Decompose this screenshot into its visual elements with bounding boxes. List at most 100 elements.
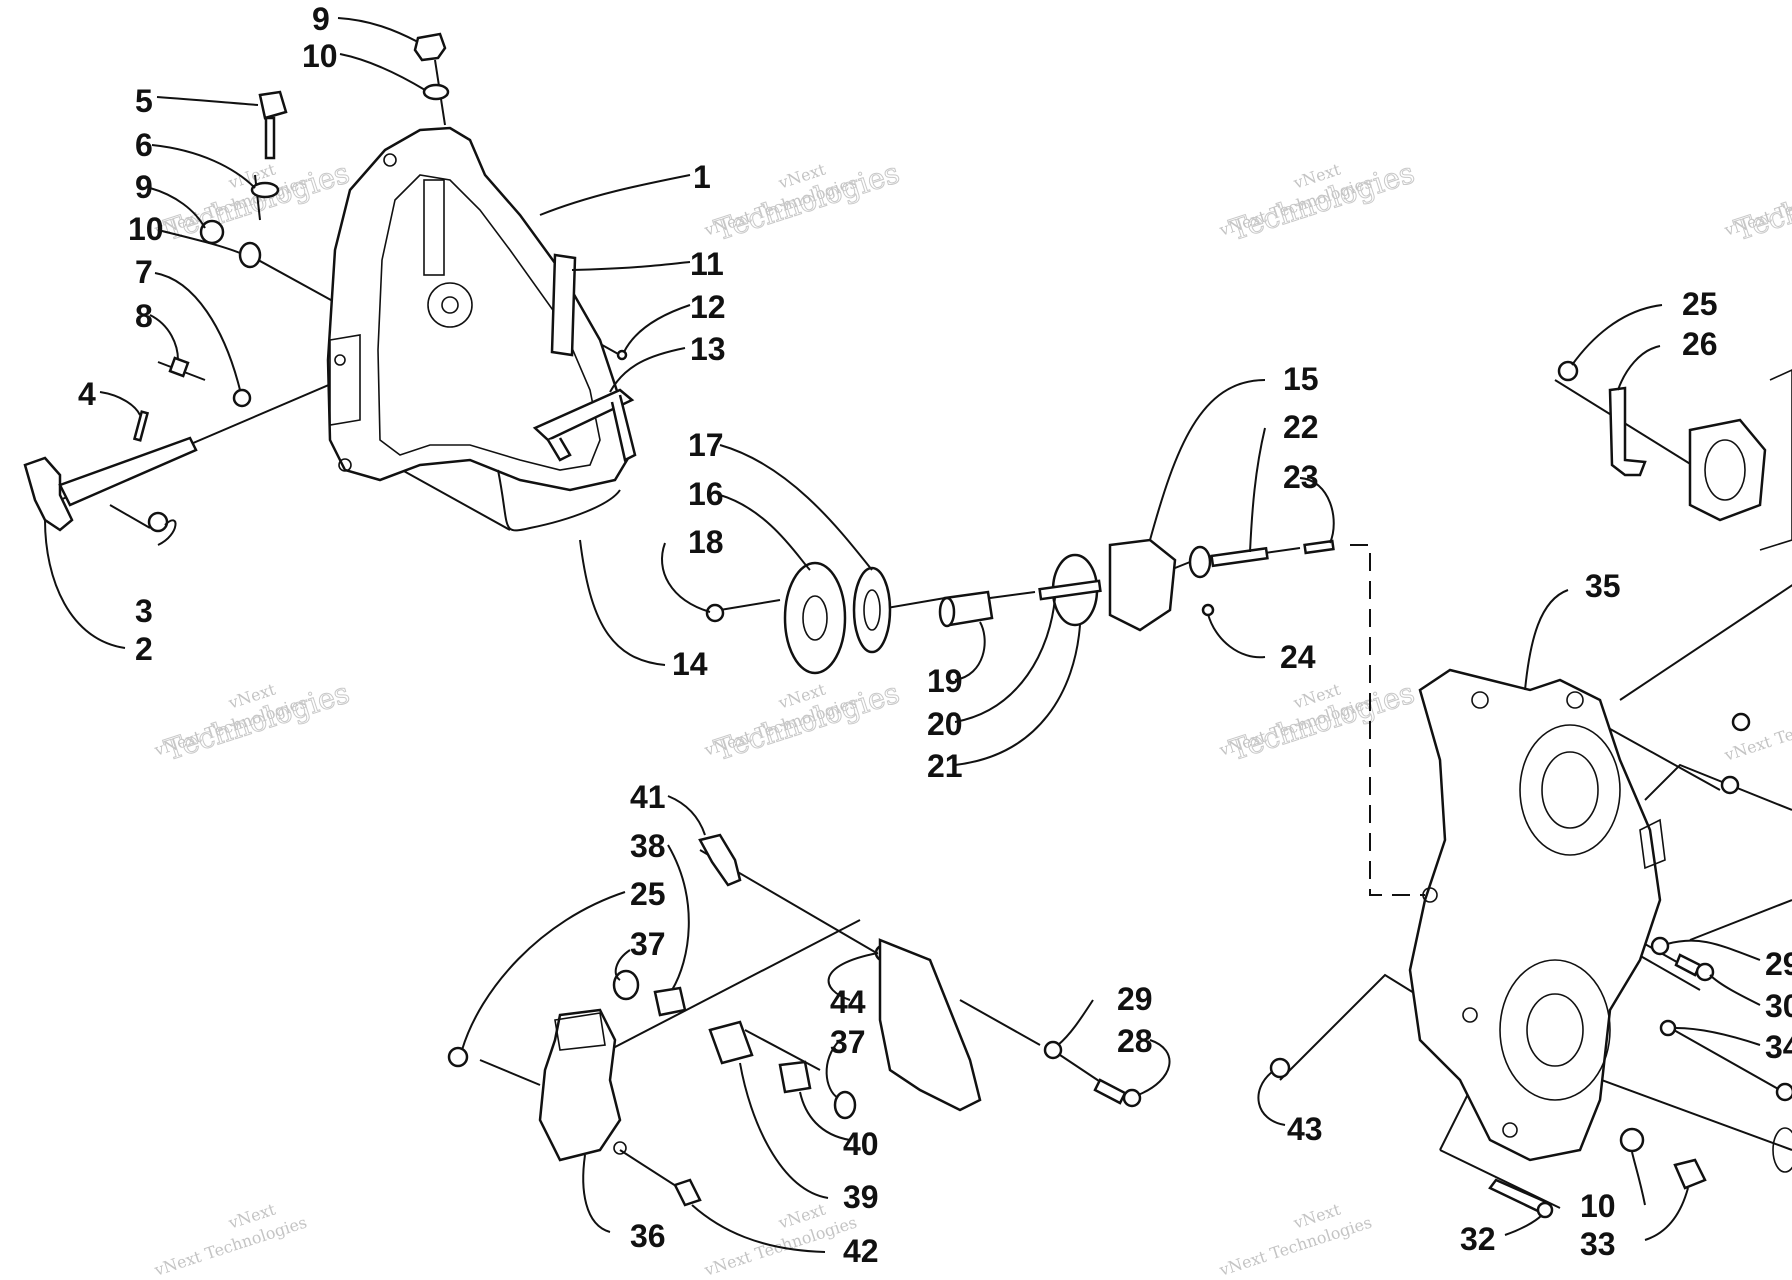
leader-37-lower	[825, 1039, 841, 1099]
case-bolt-hole	[338, 458, 352, 472]
bushing-19-end	[938, 596, 956, 628]
leader-17	[719, 444, 873, 571]
case-35-hole	[1566, 691, 1584, 709]
washer-10	[1619, 1127, 1645, 1153]
callout-3: 3	[135, 593, 153, 629]
washer-37-lower	[833, 1090, 857, 1120]
bearing-bore	[1704, 439, 1746, 501]
dipstick-washer	[250, 181, 280, 199]
callout-29-right: 29	[1765, 946, 1792, 982]
leader-35	[1524, 589, 1569, 691]
leader-43	[1257, 1071, 1286, 1126]
case-seal	[497, 469, 621, 532]
washer-37-upper	[612, 969, 640, 1001]
case-dashed-link	[1350, 544, 1425, 896]
callout-30: 30	[1765, 988, 1792, 1024]
lower-bearing-seat	[1499, 959, 1611, 1101]
callout-40: 40	[843, 1126, 879, 1162]
drain-plug	[199, 219, 262, 269]
leader-7	[154, 272, 241, 391]
leader-25-lower	[461, 891, 626, 1051]
watermark: vNext vNext Technologies Technologies	[701, 155, 904, 248]
lower-tensioner	[447, 833, 1142, 1207]
nut-right	[1775, 1082, 1792, 1102]
callout-42: 42	[843, 1233, 879, 1269]
watermark: vNext vNext Technologies	[151, 1199, 309, 1280]
handle-leg	[610, 394, 637, 462]
leader-10-lower	[1631, 1151, 1646, 1206]
leader-3	[157, 519, 177, 546]
watermark: vNext vNext Technologies Technologies	[151, 675, 354, 768]
callout-5: 5	[135, 83, 153, 119]
case-boss	[427, 282, 473, 328]
handle-bar	[532, 388, 635, 442]
leader-28	[1137, 1039, 1171, 1096]
callout-43: 43	[1287, 1111, 1323, 1147]
right-axis-3	[1689, 899, 1792, 941]
right-gear-edge	[1772, 1127, 1792, 1173]
upper-right-washer	[1731, 712, 1751, 732]
dipstick-axis	[254, 174, 261, 221]
bolt-28-head	[1122, 1088, 1142, 1108]
tensioner-arm-hole	[613, 1141, 627, 1155]
callout-35: 35	[1585, 568, 1621, 604]
callout-14: 14	[672, 646, 708, 682]
leader-18	[661, 542, 711, 613]
spacer-17-inner	[863, 589, 881, 631]
tensioner-housing	[1108, 538, 1335, 632]
callout-10-left: 10	[128, 211, 164, 247]
leader-15	[1149, 379, 1266, 541]
nut-25-axis	[479, 1059, 541, 1086]
callout-19: 19	[927, 663, 963, 699]
callout-33: 33	[1580, 1226, 1616, 1262]
chain-case-cover	[326, 126, 632, 492]
lower-bearing-bore	[1526, 993, 1584, 1067]
leader-16	[719, 494, 811, 571]
callout-13: 13	[690, 331, 726, 367]
bolt-18-head	[705, 603, 725, 623]
leader-41	[667, 795, 706, 836]
callout-12: 12	[690, 289, 726, 325]
o-ring-axis	[109, 504, 151, 529]
leader-29-right	[1666, 939, 1761, 961]
leader-2	[44, 519, 126, 649]
bolt-28	[1093, 1078, 1127, 1105]
leader-19	[954, 621, 986, 681]
callout-32: 32	[1460, 1221, 1496, 1257]
drain-plug-head	[199, 219, 225, 245]
callout-44: 44	[830, 984, 866, 1020]
housing-15-boss	[1188, 545, 1212, 579]
callout-28: 28	[1117, 1023, 1153, 1059]
dipstick-cap	[258, 90, 288, 120]
tension-parts	[938, 553, 1102, 628]
plug-head	[413, 32, 447, 62]
leader-33	[1644, 1187, 1689, 1241]
washer-29-lower-axis	[959, 999, 1041, 1046]
callout-41: 41	[630, 779, 666, 815]
washer-29	[1650, 936, 1670, 956]
watermark: vNext vNext Technologies Technologies	[1216, 155, 1419, 248]
callout-34: 34	[1765, 1029, 1792, 1065]
callout-17: 17	[688, 427, 724, 463]
washer-34	[1659, 1019, 1677, 1037]
lever-arm	[23, 456, 74, 532]
bearing-flange	[1688, 418, 1767, 522]
callout-9-top: 9	[312, 1, 330, 37]
bolt-30	[1674, 953, 1702, 977]
plug-33	[1673, 1158, 1707, 1190]
case-35-boss	[1639, 818, 1666, 870]
case-outline	[326, 126, 632, 492]
leader-20	[954, 597, 1056, 723]
spacer-axis	[744, 1029, 821, 1071]
lower-right-hardware	[1269, 712, 1792, 1219]
tensioner-arm-36	[538, 1008, 622, 1162]
leader-44	[827, 952, 879, 1001]
callout-23: 23	[1283, 459, 1319, 495]
callout-6: 6	[135, 127, 153, 163]
leader-14	[579, 539, 666, 666]
dipstick-stem	[264, 116, 276, 160]
watermark: vNext vNext Technologies	[701, 1199, 859, 1280]
callout-16: 16	[688, 476, 724, 512]
leader-36	[582, 1154, 611, 1233]
